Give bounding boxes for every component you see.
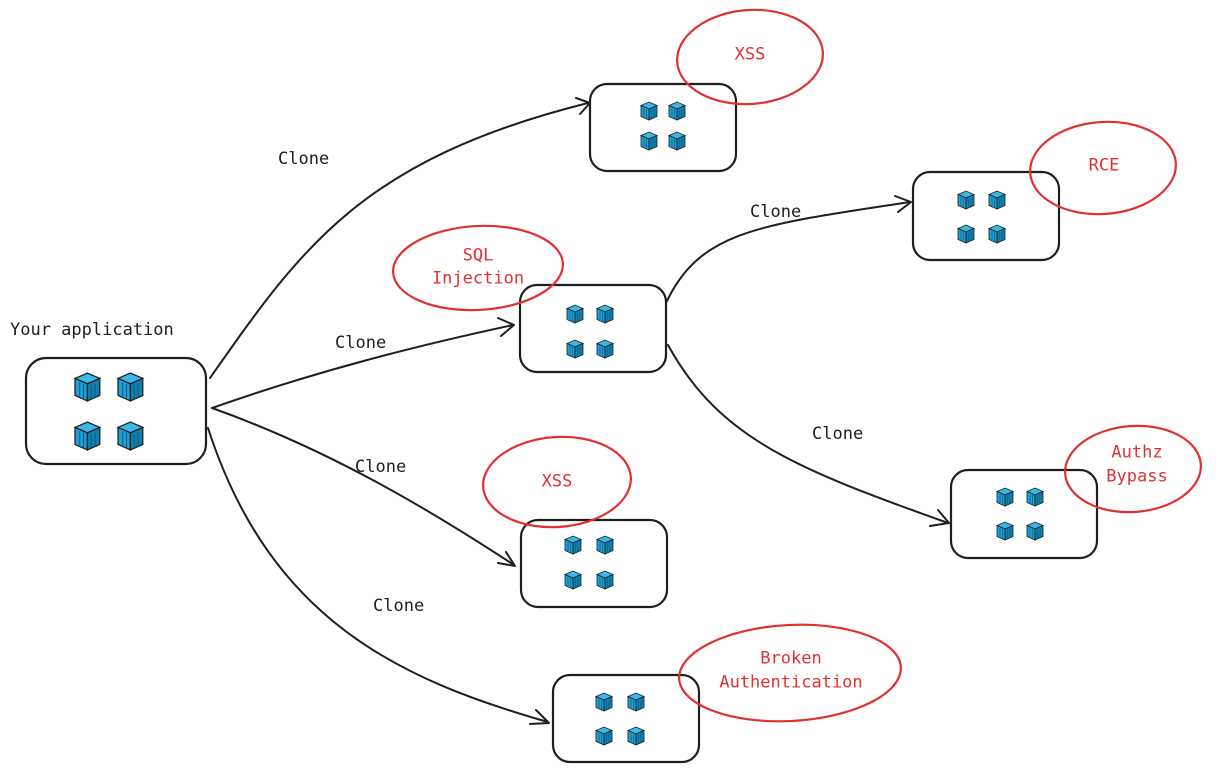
clone-box-rce: [911, 170, 1061, 262]
docker-container-icon-group-xss-top: [640, 101, 686, 151]
clone-box-xss-top: [588, 82, 738, 173]
docker-container-icon-group-broken: [595, 692, 645, 746]
edge-label-clone: Clone: [278, 149, 330, 169]
vuln-ellipse-authz: [1063, 424, 1203, 514]
vuln-ellipse-broken: [678, 623, 902, 723]
vuln-label-authz-line1: Authz: [1111, 442, 1163, 463]
docker-container-icon-group-authz: [996, 487, 1044, 541]
edge-to-xss-mid: [211, 407, 515, 566]
edge-to-rce: [665, 201, 911, 304]
edge-to-sql: [211, 324, 514, 409]
edge-to-broken: [207, 427, 549, 723]
vuln-label-broken-line2: Authentication: [719, 672, 863, 693]
app-box: [24, 356, 208, 466]
vuln-label-rce: RCE: [1088, 155, 1120, 176]
edge-label-clone: Clone: [373, 596, 425, 616]
docker-container-icon-group-app: [75, 373, 143, 450]
app-label: Your application: [10, 320, 174, 340]
vuln-ellipse-sql: [391, 224, 565, 312]
docker-container-icon-group-xss-mid: [564, 535, 614, 590]
vuln-ellipse-rce: [1029, 120, 1177, 216]
vuln-label-xss-top: XSS: [734, 44, 766, 65]
clone-box-xss-mid: [519, 518, 669, 609]
edge-to-authz: [667, 344, 949, 524]
vuln-label-xss-mid: XSS: [541, 471, 573, 492]
clone-box-sql: [518, 283, 668, 374]
vuln-ellipse-xss-top: [676, 8, 824, 106]
vuln-label-sql-line2: Injection: [431, 268, 525, 289]
edge-label-clone: Clone: [335, 333, 387, 353]
edge-label-clone: Clone: [355, 457, 407, 477]
docker-container-icon-group-rce: [957, 190, 1006, 244]
edge-label-clone: Clone: [812, 424, 864, 444]
docker-container-icon-group-sql: [566, 304, 614, 359]
edge-to-xss-top: [209, 102, 589, 379]
vuln-label-broken-line1: Broken: [760, 648, 822, 669]
clone-box-broken: [551, 673, 701, 764]
vuln-ellipse-xss-mid: [482, 435, 632, 529]
vuln-label-sql-line1: SQL: [462, 245, 494, 266]
edge-label-clone: Clone: [750, 202, 802, 222]
clone-box-authz: [949, 468, 1099, 560]
vuln-label-authz-line2: Bypass: [1106, 466, 1168, 487]
